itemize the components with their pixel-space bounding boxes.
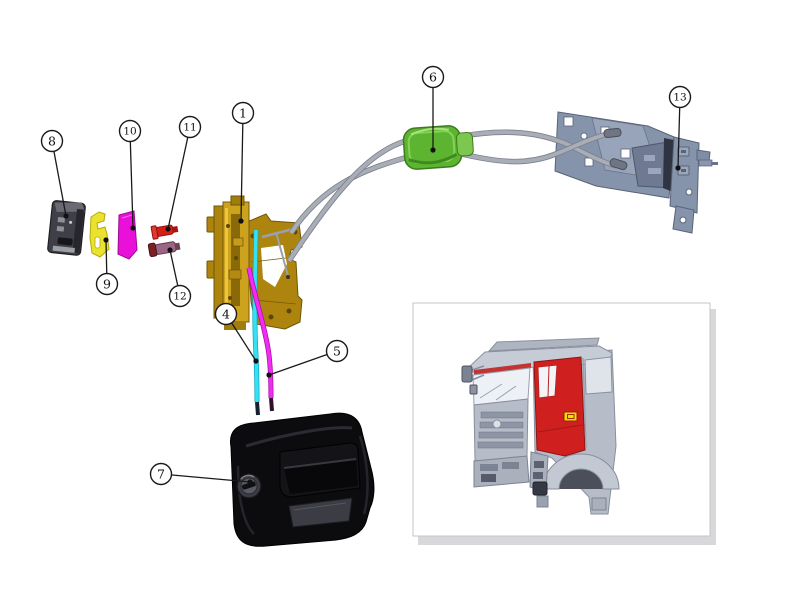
bumper-slot: [502, 462, 519, 469]
b-pillar: [582, 357, 587, 449]
callout-9: 9: [95, 237, 119, 296]
bracket-hole: [685, 188, 693, 196]
callout-4: 4: [214, 302, 259, 364]
cab-mount-foot: [532, 481, 548, 496]
magenta-plate-part10: [117, 210, 138, 260]
cable-end-fitting: [603, 127, 622, 138]
bracket-hole: [563, 116, 574, 127]
windshield-header: [474, 363, 531, 375]
mirror-arms: [471, 365, 485, 381]
callout-1-label: 1: [239, 105, 247, 120]
door-handle-part7: [229, 412, 375, 547]
magenta-cable-tip: [269, 397, 274, 412]
lock-actuator-part8: [47, 200, 86, 256]
callout-13: 13: [668, 85, 692, 171]
rear-foot: [591, 497, 607, 511]
yellow-bracket-part9: [89, 211, 110, 258]
step-slot: [533, 472, 543, 479]
door-crease: [537, 424, 583, 433]
callout-12: 12: [167, 247, 192, 308]
mirror-main: [461, 365, 473, 383]
rear-side-window: [584, 356, 613, 395]
door-window: [537, 364, 558, 399]
callout-7-label: 7: [157, 466, 165, 481]
callout-5: 5: [266, 339, 349, 378]
callout-8-label: 8: [48, 133, 56, 148]
fender-arch: [542, 453, 620, 490]
green-cable-clip-part6: [402, 125, 474, 170]
callout-9-label: 9: [103, 276, 111, 291]
callout-11-label: 11: [183, 122, 196, 134]
callout-10-label: 10: [123, 126, 136, 138]
mirror-wide-angle: [469, 384, 478, 395]
truck-cab-illustration: [461, 337, 620, 515]
callout-4-label: 4: [222, 306, 230, 321]
handle-lower-tray: [288, 497, 353, 528]
callout-5-label: 5: [333, 343, 341, 358]
callout-8: 8: [40, 129, 69, 219]
brand-emblem: [492, 419, 502, 429]
wipers: [479, 383, 517, 401]
bracket-hole: [620, 148, 631, 159]
step-slot: [534, 461, 544, 468]
callout-12-label: 12: [173, 291, 186, 303]
cable-rod-lower: [275, 231, 289, 277]
magenta-cable-part5: [246, 267, 274, 412]
bracket-hole: [580, 132, 588, 140]
callout-10: 10: [118, 119, 142, 231]
cyan-cable-tip: [255, 401, 260, 416]
red-pin-part11: [150, 224, 179, 240]
bumper-step: [481, 474, 496, 482]
front-panel: [473, 398, 529, 462]
cyan-cable-part4: [252, 229, 260, 416]
callout-1: 1: [231, 101, 255, 224]
callout-11: 11: [165, 115, 202, 232]
bracket-hole: [679, 216, 687, 224]
truck-cab-inset: [412, 302, 716, 545]
grille-slats: [477, 411, 524, 449]
cab-mount-bracket: [536, 495, 549, 508]
purple-pin-part12: [147, 241, 181, 258]
callout-7: 7: [149, 462, 253, 486]
callout-6-label: 6: [429, 69, 437, 84]
callout-6: 6: [421, 65, 445, 153]
latch-plate-cutout: [261, 245, 287, 287]
key-slot: [241, 481, 256, 490]
bumper: [473, 455, 530, 488]
cable-rod-upper: [261, 227, 294, 239]
door-window-divider: [547, 365, 550, 398]
door-handle-marker: [563, 411, 578, 422]
handle-grip-bar: [284, 459, 358, 494]
bumper-slot: [480, 464, 498, 471]
door-handle-marker-slot: [567, 414, 575, 419]
mount-bracket-part13: [554, 111, 718, 234]
bowden-cables: [286, 127, 628, 263]
cable-end-fitting: [609, 158, 628, 171]
callout-13-label: 13: [673, 92, 686, 104]
roof-cap: [487, 337, 600, 352]
